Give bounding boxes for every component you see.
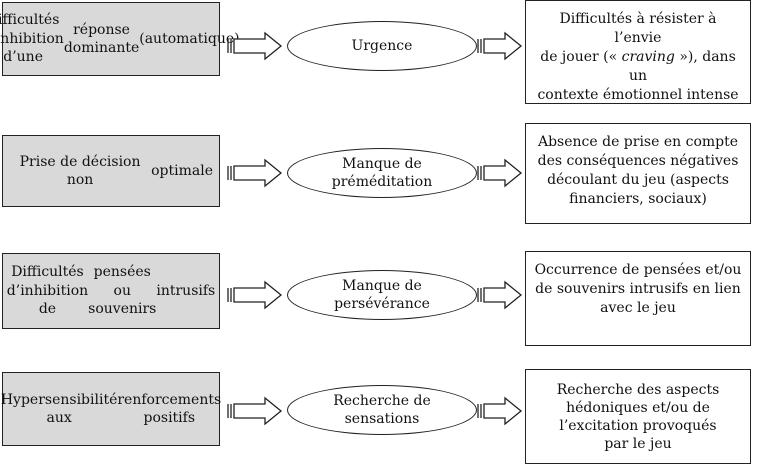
consequence-1-line-3: contexte émotionnel intense <box>537 86 739 103</box>
consequence-box-1: Difficultés à résister à l’envie de joue… <box>525 0 751 104</box>
dimension-4-line-1: Recherche de <box>333 392 431 409</box>
consequence-4-line-3: l’excitation provoqués <box>559 417 717 434</box>
arrow-icon <box>227 280 283 310</box>
arrow-icon <box>227 396 283 426</box>
cause-box-3: Difficultés d’inhibition de pensées ou s… <box>2 253 220 329</box>
cause-box-2: Prise de décision non optimale <box>2 135 220 207</box>
cause-2-line-1: Prise de décision non <box>19 153 141 188</box>
cause-1-line-2: réponse dominante <box>63 21 140 56</box>
dimension-2-line-1: Manque de <box>342 155 422 172</box>
dimension-2-line-2: préméditation <box>331 174 433 190</box>
arrow-icon <box>477 280 523 310</box>
consequence-box-4: Recherche des aspects hédoniques et/ou d… <box>525 369 751 464</box>
arrow-icon <box>227 158 283 188</box>
consequence-2-line-2: des conséquences négatives <box>537 152 739 169</box>
cause-box-1: Difficultés d’inhibition d’une réponse d… <box>0 2 240 76</box>
arrow-icon <box>477 158 523 188</box>
dimension-3-line-2: persévérance <box>334 296 430 312</box>
consequence-3-line-2: de souvenirs intrusifs en lien <box>535 280 741 297</box>
consequence-box-2: Absence de prise en compte des conséquen… <box>525 123 751 224</box>
cause-1-line-3: (automatique) <box>139 30 240 47</box>
consequence-1-line-2: de jouer (« craving »), dans un <box>540 48 736 84</box>
arrow-icon <box>477 31 523 61</box>
cause-1-line-1: Difficultés d’inhibition d’une <box>0 12 64 66</box>
consequence-2-line-3: découlant du jeu (aspects <box>547 171 729 188</box>
dimension-ellipse-3: Manque de persévérance <box>287 270 477 320</box>
cause-4-line-2: renforcements positifs <box>117 391 222 426</box>
consequence-1-line-1: Difficultés à résister à l’envie <box>559 11 717 46</box>
cause-4-line-1: Hypersensibilité aux <box>0 391 118 426</box>
consequence-2-line-4: financiers, sociaux) <box>569 190 707 207</box>
dimension-ellipse-1: Urgence <box>287 21 477 71</box>
arrow-icon <box>477 396 523 426</box>
consequence-4-line-4: par le jeu <box>604 435 672 452</box>
cause-3-line-3: intrusifs <box>156 282 216 299</box>
craving-term: craving <box>621 48 675 65</box>
consequence-4-line-2: hédoniques et/ou de <box>566 399 710 416</box>
dimension-1-line-1: Urgence <box>351 37 413 54</box>
dimension-3-line-1: Manque de <box>342 277 422 294</box>
cause-3-line-1: Difficultés d’inhibition de <box>6 264 89 318</box>
arrow-icon <box>227 31 283 61</box>
consequence-box-3: Occurrence de pensées et/ou de souvenirs… <box>525 251 751 346</box>
cause-box-4: Hypersensibilité aux renforcements posit… <box>0 372 222 446</box>
consequence-3-line-1: Occurrence de pensées et/ou <box>534 262 742 278</box>
consequence-2-line-1: Absence de prise en compte <box>537 134 739 150</box>
cause-2-line-2: optimale <box>151 162 213 179</box>
dimension-ellipse-2: Manque de préméditation <box>287 148 477 198</box>
consequence-4-line-1: Recherche des aspects <box>556 382 720 398</box>
dimension-ellipse-4: Recherche de sensations <box>287 385 477 435</box>
dimension-4-line-2: sensations <box>344 411 420 427</box>
consequence-3-line-3: avec le jeu <box>600 299 676 316</box>
cause-3-line-2: pensées ou souvenirs <box>88 264 157 318</box>
